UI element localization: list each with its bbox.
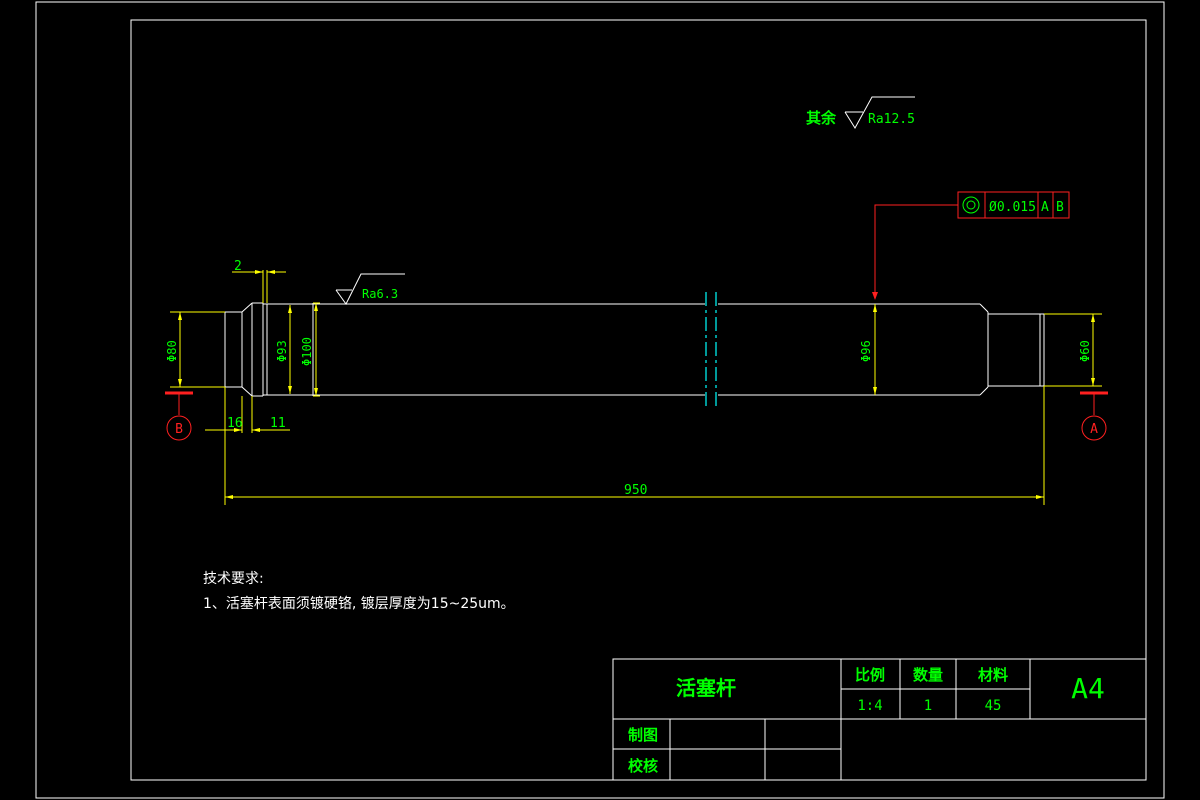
dim-dia-93: Φ93 — [275, 340, 289, 362]
dim-len-16: 16 — [227, 416, 243, 431]
drawn-by-label: 制图 — [628, 726, 658, 744]
dim-dia-60: Φ60 — [1078, 340, 1092, 362]
break-lines — [705, 292, 717, 408]
surface-roughness-value: Ra6.3 — [362, 287, 398, 301]
svg-text:A: A — [1090, 422, 1098, 437]
outer-frame — [35, 1, 1165, 799]
scale-label: 比例 — [855, 666, 885, 684]
sheet-size: A4 — [1071, 672, 1105, 705]
dim-dia-100: Φ100 — [300, 337, 314, 366]
tolerance-datum-b: B — [1056, 200, 1064, 215]
coaxiality-icon — [962, 196, 980, 214]
dim-dia-80: Φ80 — [165, 340, 179, 362]
material-label: 材料 — [978, 666, 1008, 684]
dimension-arrows — [178, 270, 1095, 499]
dimension-lines — [170, 270, 1102, 505]
dim-len-950: 950 — [624, 483, 647, 498]
qty-value: 1 — [924, 698, 932, 714]
tolerance-frame: Ø0.015 A B — [872, 191, 1070, 300]
datum-a: A — [1080, 391, 1108, 441]
dim-dia-96: Φ96 — [859, 340, 873, 362]
title-block — [612, 658, 1147, 781]
notes-item-1: 1、活塞杆表面须镀硬铬, 镀层厚度为15~25um。 — [203, 595, 515, 612]
tolerance-value: Ø0.015 — [989, 200, 1036, 215]
roughness-symbol-icon — [844, 96, 915, 129]
dim-len-11: 11 — [270, 416, 286, 431]
general-roughness-value: Ra12.5 — [868, 112, 915, 127]
surface-roughness-icon — [335, 273, 405, 305]
qty-label: 数量 — [913, 666, 943, 684]
datum-b: B — [165, 391, 193, 441]
tolerance-leader — [874, 204, 958, 298]
notes-heading: 技术要求: — [203, 571, 264, 587]
svg-text:B: B — [175, 422, 183, 437]
dim-chamfer-2: 2 — [234, 259, 242, 274]
tolerance-datum-a: A — [1041, 200, 1049, 215]
part-name: 活塞杆 — [676, 676, 736, 700]
piston-rod-outline — [224, 302, 1045, 397]
checked-by-label: 校核 — [628, 757, 658, 775]
material-value: 45 — [985, 698, 1002, 714]
scale-value: 1:4 — [857, 698, 882, 714]
general-roughness-prefix: 其余 — [806, 109, 837, 127]
